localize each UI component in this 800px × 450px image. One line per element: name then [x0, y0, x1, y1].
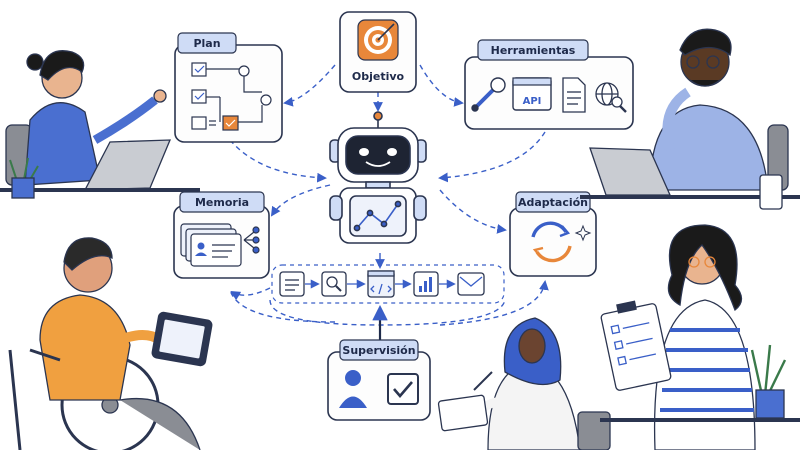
- node-plan: Plan: [174, 32, 283, 143]
- node-herramientas: Herramientas API: [464, 39, 634, 130]
- loop-pipeline-memoria: [229, 289, 336, 323]
- wrench-icon: [471, 77, 506, 112]
- globe-search-icon: [595, 82, 627, 113]
- sparkle-icon: [574, 224, 592, 242]
- person-bottom-middle: [437, 317, 611, 450]
- node-adaptacion: Adaptación: [509, 191, 597, 277]
- flowchart-icon: [191, 62, 272, 131]
- magnifier-icon: [321, 271, 347, 297]
- supervision-label: Supervisión: [342, 344, 415, 357]
- cycle-arrows-icon: [531, 221, 572, 263]
- arrow-plan-robot: [229, 139, 327, 183]
- person-top-right: [580, 28, 800, 210]
- mail-icon: [457, 272, 485, 296]
- code-icon: [367, 270, 395, 298]
- document-icon: [562, 77, 586, 113]
- person-bottom-left: [8, 237, 213, 450]
- person-top-left: [0, 50, 200, 199]
- document-step-icon: [279, 271, 305, 297]
- memory-cards-icon: [180, 223, 260, 267]
- person-bottom-right: [600, 224, 800, 450]
- arrow-herramientas-robot: [438, 131, 546, 183]
- adaptacion-label: Adaptación: [518, 196, 588, 209]
- plan-label: Plan: [193, 37, 220, 50]
- node-memoria: Memoria: [173, 191, 270, 279]
- memoria-label: Memoria: [195, 196, 249, 209]
- api-window-icon: API: [512, 77, 552, 111]
- node-objetivo: Objetivo: [339, 11, 417, 93]
- herramientas-label: Herramientas: [491, 44, 576, 57]
- objetivo-label: Objetivo: [352, 70, 405, 83]
- arrow-objetivo-herramientas: [419, 64, 464, 107]
- bar-chart-icon: [413, 271, 439, 297]
- arrow-robot-adaptacion: [439, 189, 507, 234]
- arrow-supervision-adaptacion: [439, 280, 549, 326]
- target-icon: [357, 19, 399, 61]
- node-supervision: Supervisión: [327, 304, 431, 421]
- user-icon: [339, 370, 367, 408]
- arrow-pipeline-memoria: [230, 287, 271, 301]
- pipeline: [271, 253, 505, 304]
- arrow-objetivo-plan: [283, 64, 336, 107]
- robot-icon: [329, 111, 427, 244]
- api-text: API: [523, 96, 542, 107]
- checkbox-icon: [387, 373, 419, 405]
- arrow-robot-memoria: [270, 184, 331, 217]
